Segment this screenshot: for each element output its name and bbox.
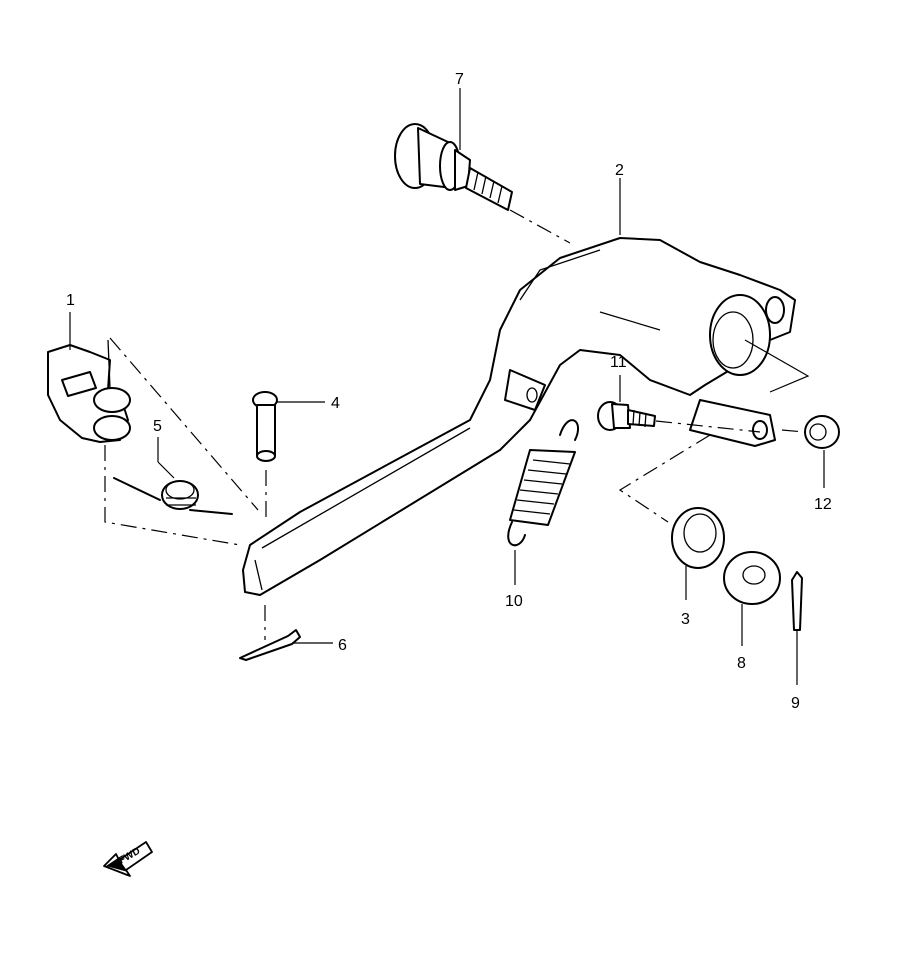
fwd-arrow-icon: FWD [103, 841, 153, 877]
callout-4: 4 [331, 395, 340, 412]
callout-2: 2 [615, 162, 624, 179]
cam-bracket-part-1 [47, 312, 259, 546]
pivot-bolt-part-7 [394, 88, 513, 211]
callout-11: 11 [610, 354, 627, 371]
washer-part-8 [723, 551, 781, 646]
nut-part-12 [781, 415, 840, 488]
assembly-lines [599, 311, 810, 393]
brake-pedal-part-2 [242, 178, 796, 596]
callout-9: 9 [791, 695, 800, 712]
callout-5: 5 [153, 418, 162, 435]
tension-spring-part-10 [507, 419, 580, 585]
callout-6: 6 [338, 637, 347, 654]
cotter-pin-part-6 [239, 605, 333, 661]
callout-1: 1 [66, 292, 75, 309]
cotter-pin-part-9 [791, 571, 803, 685]
return-spring-part-5 [113, 437, 233, 515]
bolt-part-11 [597, 375, 761, 433]
bushing-part-3 [618, 434, 725, 600]
callout-10: 10 [505, 593, 523, 610]
callout-12: 12 [814, 496, 832, 513]
clevis-pin-part-4 [252, 391, 325, 520]
callout-7: 7 [455, 71, 464, 88]
callout-3: 3 [681, 611, 690, 628]
callout-labels: 1 2 3 4 5 6 7 8 9 10 11 12 [66, 71, 832, 712]
callout-8: 8 [737, 655, 746, 672]
